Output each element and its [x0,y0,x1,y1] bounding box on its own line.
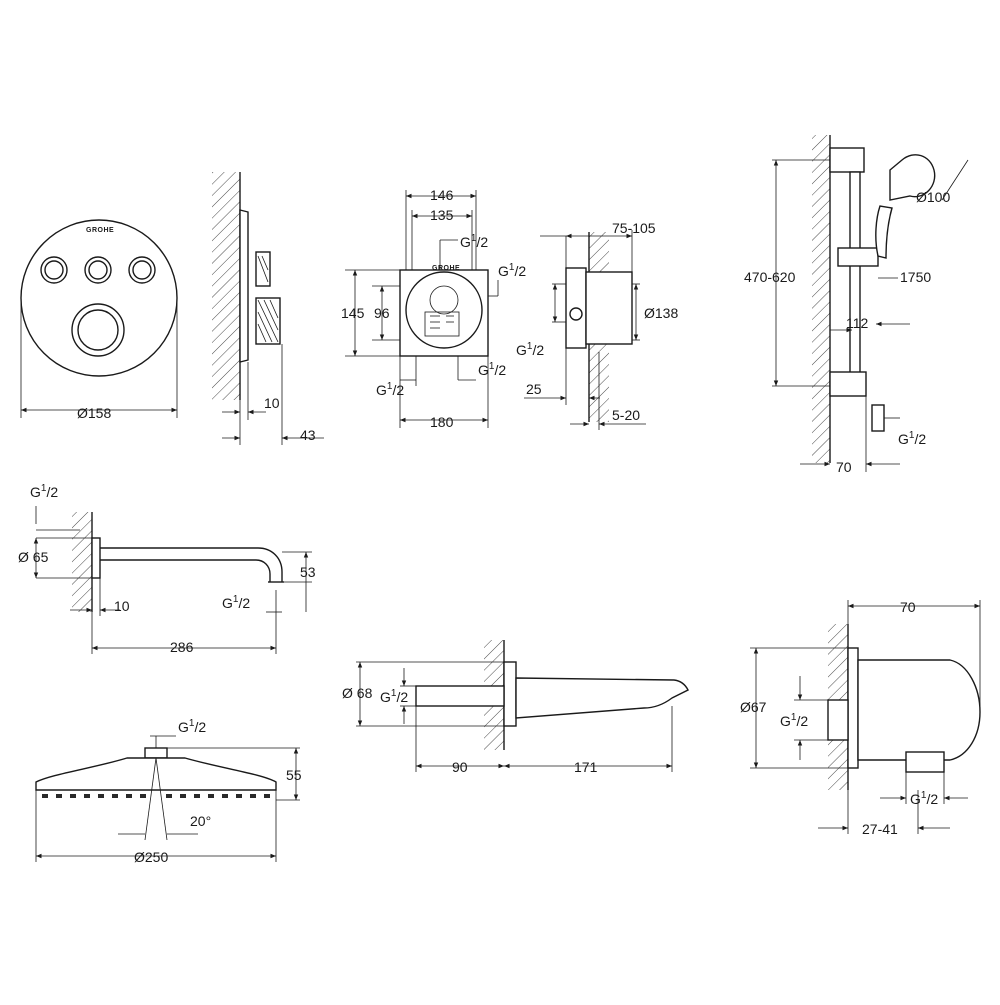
bath-spout-view: Ø 68 G1/2 90 171 [342,640,689,775]
control-dim-b: 43 [300,427,316,443]
box-front-view: GROHE 146 135 G1/2 G1/2 145 96 G1/2 [341,187,526,430]
box-dim-h1: 145 [341,305,365,321]
spout-dim-a: 90 [452,759,468,775]
box-dim-top1: 146 [430,187,454,203]
arm-dim-drop: 53 [300,564,316,580]
arm-thread-outlet: G1/2 [222,594,250,611]
shower-arm-view: G1/2 Ø 65 53 10 G1/2 286 [18,483,316,655]
outlet-dim-diameter: Ø67 [740,699,767,715]
brand-logo: GROHE [86,227,114,234]
rail-dim-height: 470-620 [744,269,796,285]
rail-dim-bottom: 70 [836,459,852,475]
rail-thread: G1/2 [898,430,926,447]
box-thread-right: G1/2 [498,262,526,279]
box-dim-width: 180 [430,414,454,430]
box-dim-top2: 135 [430,207,454,223]
box-side-thread: G1/2 [516,341,544,358]
control-front-view: GROHE Ø158 [20,219,178,421]
wall-outlet-view: 70 Ø67 G1/2 G1/2 27-41 [740,599,981,837]
control-dim-a: 10 [264,395,280,411]
arm-thread: G1/2 [30,483,58,500]
box-brand-logo: GROHE [432,265,460,272]
spray-nozzles [42,794,270,798]
head-dim-angle: 20° [190,813,211,829]
box-dim-h2: 96 [374,305,390,321]
outlet-thread-outlet: G1/2 [910,790,938,807]
spout-dim-length: 171 [574,759,598,775]
spout-rosette-diameter: Ø 68 [342,685,373,701]
spout-thread: G1/2 [380,688,408,705]
box-side-view: 75-105 Ø138 G1/2 25 5-20 [516,220,678,430]
head-dim-height: 55 [286,767,302,783]
box-side-dim-depth: 75-105 [612,220,656,236]
box-thread-top: G1/2 [460,233,488,250]
control-diameter-label: Ø158 [77,405,111,421]
control-side-view: 10 43 [212,172,324,445]
outlet-thread-inlet: G1/2 [780,712,808,729]
head-dim-diameter: Ø250 [134,849,168,865]
rail-head-diameter: Ø100 [916,189,950,205]
arm-rosette-diameter: Ø 65 [18,549,49,565]
outlet-dim-width: 70 [900,599,916,615]
rail-dim-hose: 1750 [900,269,931,285]
outlet-dim-range: 27-41 [862,821,898,837]
box-side-dim-dia: Ø138 [644,305,678,321]
shower-rail-view: Ø100 470-620 1750 112 G1/2 70 [744,135,969,475]
rail-dim-offset: 112 [846,315,869,331]
box-side-dim-b: 5-20 [612,407,640,423]
head-shower-view: 55 G1/2 20° Ø250 [35,718,302,865]
box-side-dim-a: 25 [526,381,542,397]
head-thread: G1/2 [178,718,206,735]
arm-dim-a: 10 [114,598,130,614]
box-thread-bottom-left: G1/2 [376,381,404,398]
arm-dim-length: 286 [170,639,194,655]
box-thread-bottom-right: G1/2 [478,361,506,378]
